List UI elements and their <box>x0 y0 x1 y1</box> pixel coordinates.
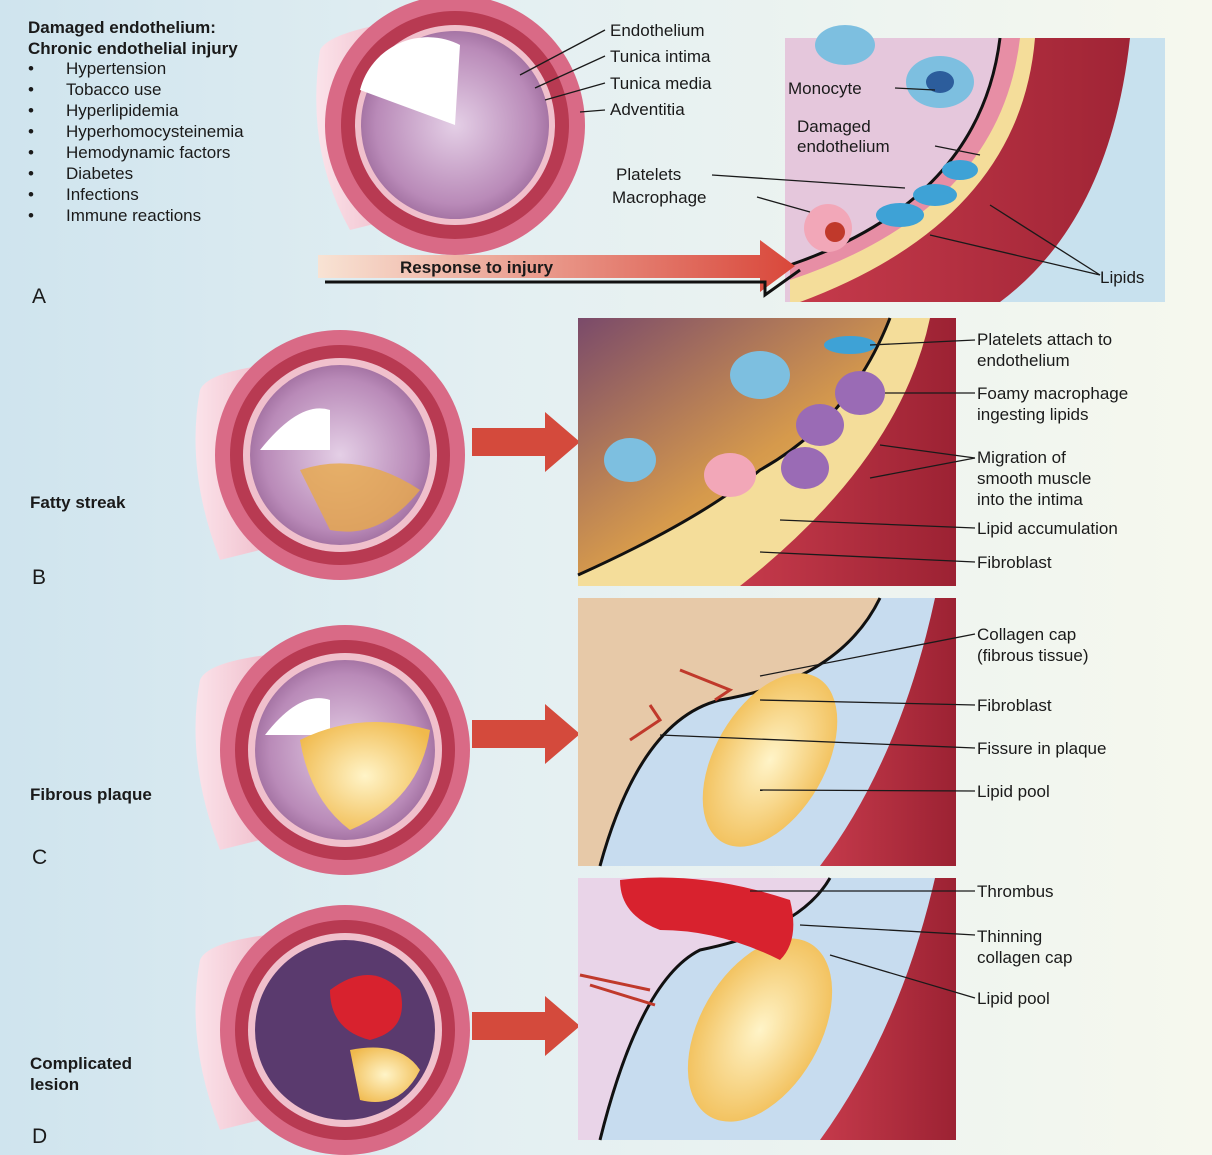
panel-a-title-line1: Damaged endothelium: <box>28 17 216 38</box>
label-macrophage: Macrophage <box>612 187 707 208</box>
arrow-response-label: Response to injury <box>400 257 553 278</box>
label-fibrous-tissue: (fibrous tissue) <box>977 645 1088 666</box>
panel-b-arrow <box>472 412 580 472</box>
label-ingesting-lipids: ingesting lipids <box>977 404 1089 425</box>
label-adventitia: Adventitia <box>610 99 685 120</box>
risk-factor-item: •Hemodynamic factors <box>28 142 244 163</box>
panel-c-arrow <box>472 704 580 764</box>
panel-a-vessel <box>316 0 585 255</box>
label-lipids: Lipids <box>1100 267 1144 288</box>
risk-factor-item: •Infections <box>28 184 244 205</box>
label-collagen-cap: Collagen cap <box>977 624 1076 645</box>
label-migration: Migration of <box>977 447 1066 468</box>
panel-c-detail <box>578 598 956 870</box>
label-tunica-intima: Tunica intima <box>610 46 710 67</box>
panel-letter-d: D <box>32 1125 47 1149</box>
stage-fibrous-plaque: Fibrous plaque <box>30 784 152 805</box>
label-thrombus: Thrombus <box>977 881 1054 902</box>
panel-letter-a: A <box>32 285 46 309</box>
label-damaged: Damaged <box>797 116 871 137</box>
label-damaged-endothelium: endothelium <box>797 136 890 157</box>
label-platelets: Platelets <box>616 164 681 185</box>
panel-d-detail <box>578 878 956 1147</box>
label-fissure: Fissure in plaque <box>977 738 1106 759</box>
panel-letter-b: B <box>32 566 46 590</box>
response-arrow <box>318 240 800 295</box>
stage-complicated: Complicated <box>30 1053 132 1074</box>
label-collagen-cap-d: collagen cap <box>977 947 1072 968</box>
label-endothelium: Endothelium <box>610 20 705 41</box>
stage-lesion: lesion <box>30 1074 79 1095</box>
label-fibroblast-b: Fibroblast <box>977 552 1052 573</box>
label-smooth-muscle: smooth muscle <box>977 468 1091 489</box>
label-monocyte: Monocyte <box>788 78 862 99</box>
risk-factor-item: •Hypertension <box>28 58 244 79</box>
label-platelets-attach: Platelets attach to <box>977 329 1112 350</box>
label-tunica-media: Tunica media <box>610 73 711 94</box>
panel-d-vessel <box>196 905 471 1155</box>
risk-factor-list: •Hypertension •Tobacco use •Hyperlipidem… <box>28 58 244 226</box>
panel-c-vessel <box>196 625 471 875</box>
stage-fatty-streak: Fatty streak <box>30 492 125 513</box>
panel-d-arrow <box>472 996 580 1056</box>
panel-a-title-line2: Chronic endothelial injury <box>28 38 238 59</box>
label-platelets-attach-2: endothelium <box>977 350 1070 371</box>
label-lipid-accumulation: Lipid accumulation <box>977 518 1118 539</box>
panel-letter-c: C <box>32 846 47 870</box>
panel-b-vessel <box>196 330 466 580</box>
panel-a-detail <box>785 25 1165 302</box>
label-into-intima: into the intima <box>977 489 1083 510</box>
label-fibroblast-c: Fibroblast <box>977 695 1052 716</box>
panel-b-detail <box>578 318 956 586</box>
label-lipid-pool-c: Lipid pool <box>977 781 1050 802</box>
label-thinning: Thinning <box>977 926 1042 947</box>
label-foamy-macrophage: Foamy macrophage <box>977 383 1128 404</box>
label-lipid-pool-d: Lipid pool <box>977 988 1050 1009</box>
risk-factor-item: •Hyperlipidemia <box>28 100 244 121</box>
risk-factor-item: •Diabetes <box>28 163 244 184</box>
risk-factor-item: •Tobacco use <box>28 79 244 100</box>
risk-factor-item: •Immune reactions <box>28 205 244 226</box>
risk-factor-item: •Hyperhomocysteinemia <box>28 121 244 142</box>
